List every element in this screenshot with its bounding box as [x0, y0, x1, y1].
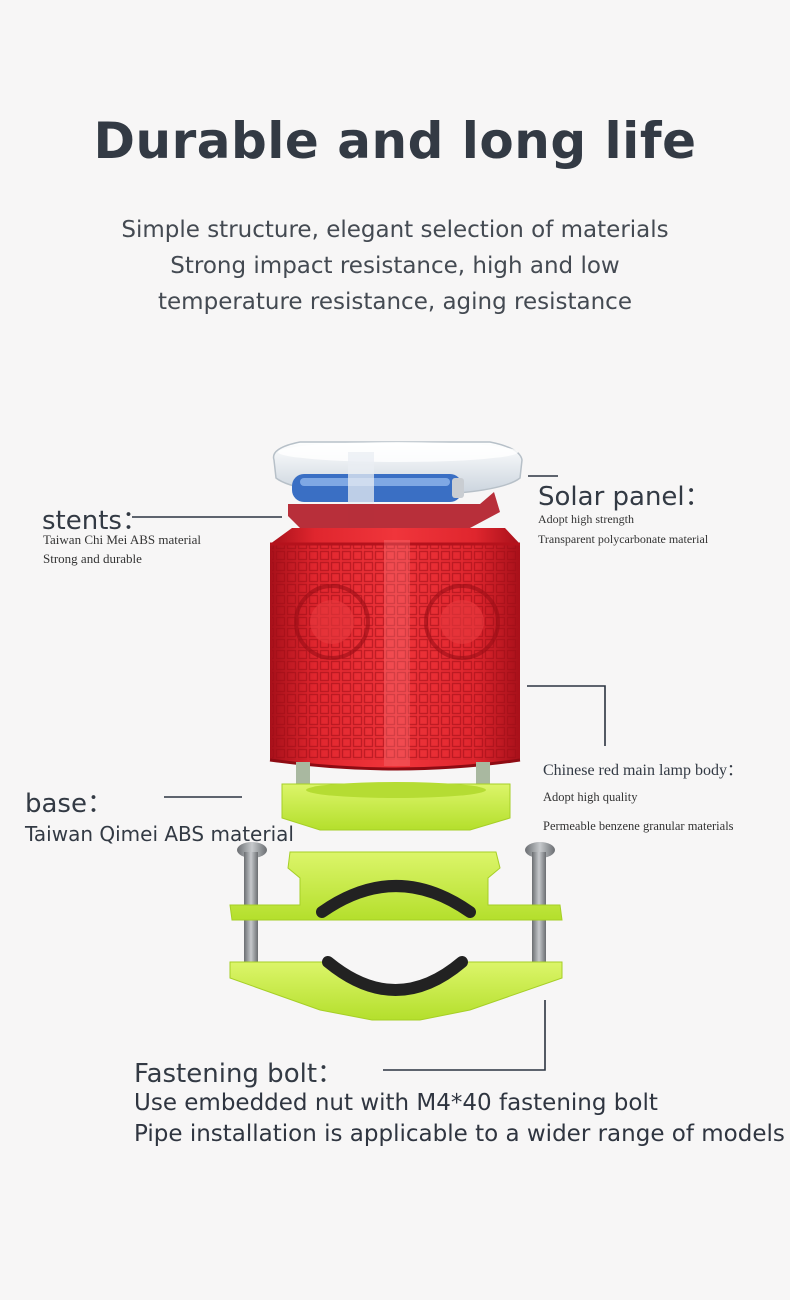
- stent-bracket: [288, 492, 500, 528]
- bolt-leader: [383, 1000, 546, 1071]
- subtitle-line-2: Strong impact resistance, high and low: [170, 253, 620, 279]
- subtitle-line-3: temperature resistance, aging resistance: [158, 289, 632, 315]
- base-line-1: Taiwan Qimei ABS material: [25, 822, 294, 846]
- base-heading: base：: [25, 789, 113, 819]
- lamp-body-leader: [527, 685, 606, 746]
- page-title: Durable and long life: [93, 112, 697, 170]
- green-base-ring: [281, 782, 511, 831]
- subtitle-line-1: Simple structure, elegant selection of m…: [121, 217, 669, 243]
- solar-panel-part: [272, 441, 523, 532]
- fastening-bolt-heading: Fastening bolt：: [134, 1059, 344, 1089]
- stents-heading: stents：: [42, 506, 148, 536]
- lamp-body-line-2: Permeable benzene granular materials: [543, 819, 734, 833]
- red-lamp-body: [269, 528, 521, 771]
- lower-clamp: [229, 956, 563, 1021]
- solar-panel-heading: Solar panel：: [538, 482, 711, 512]
- stents-line-2: Strong and durable: [43, 551, 142, 566]
- lamp-body-heading: Chinese red main lamp body：: [543, 762, 743, 779]
- lamp-body-line-1: Adopt high quality: [543, 790, 638, 804]
- upper-clamp: [229, 851, 563, 921]
- leader-lines: [132, 475, 606, 1071]
- solar-panel-line-1: Adopt high strength: [538, 512, 634, 526]
- solar-panel-line-2: Transparent polycarbonate material: [538, 532, 709, 546]
- stents-line-1: Taiwan Chi Mei ABS material: [43, 532, 201, 547]
- fastening-bolt-line-2: Pipe installation is applicable to a wid…: [134, 1121, 785, 1147]
- subtitle: Simple structure, elegant selection of m…: [0, 212, 790, 320]
- fastening-bolt-line-1: Use embedded nut with M4*40 fastening bo…: [134, 1090, 658, 1116]
